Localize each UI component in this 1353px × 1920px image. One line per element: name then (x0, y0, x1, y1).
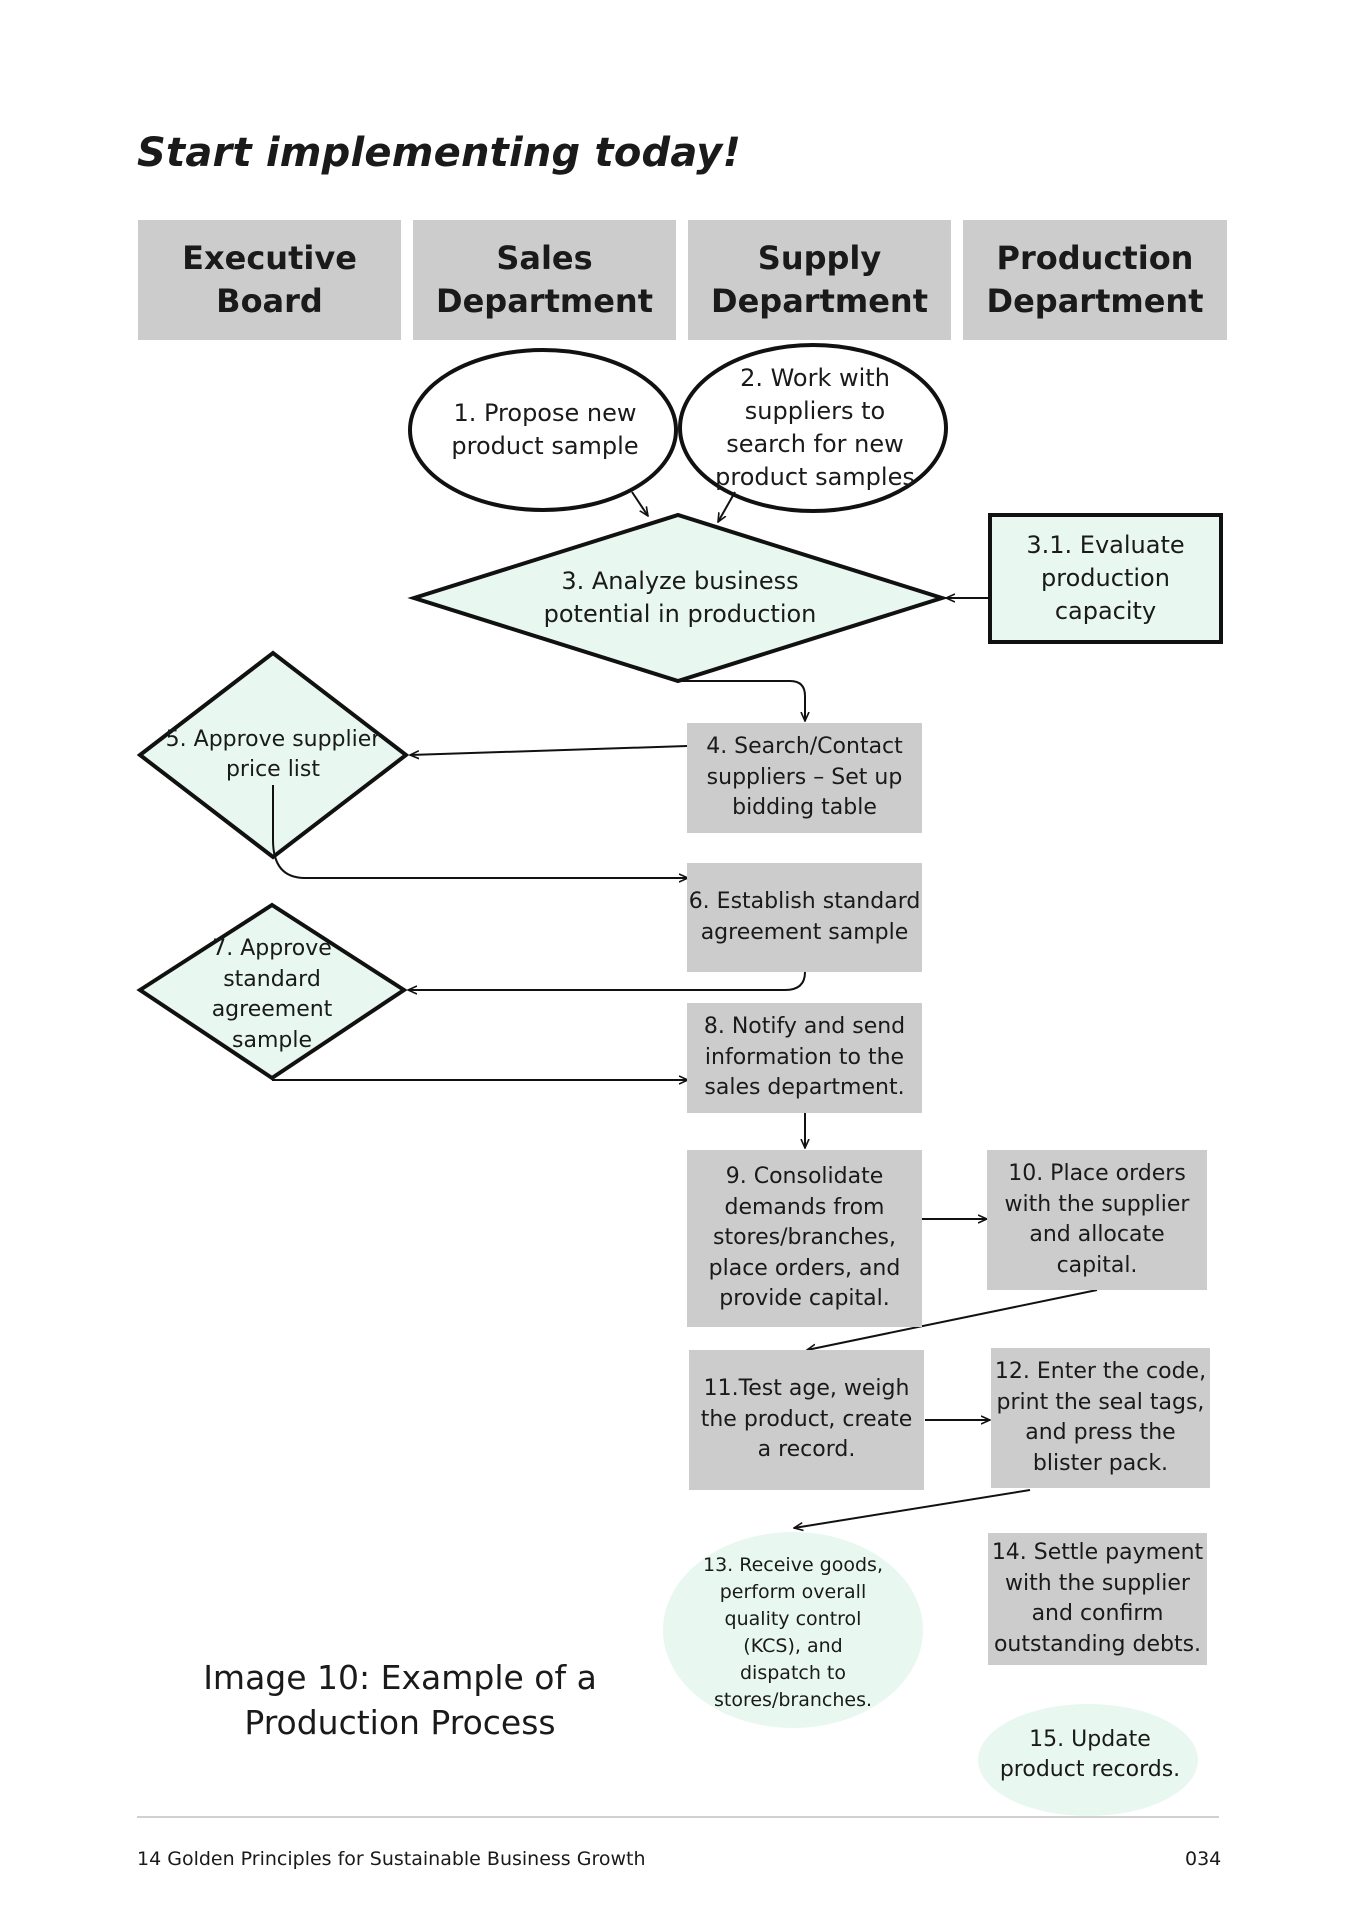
figure-caption: Image 10: Example of a Production Proces… (203, 1658, 597, 1742)
node-3-1-label: 3.1. Evaluate production capacity (1026, 531, 1185, 625)
arrow-12-to-13 (794, 1489, 1031, 1528)
node-5-label: 5. Approve supplier price list (165, 726, 381, 783)
node-13-label: 13. Receive goods, perform overall quali… (703, 1553, 883, 1711)
node-1-label: 1. Propose new product sample (451, 399, 639, 460)
node-7-label: 7. Approve standard agreement sample (211, 936, 333, 1053)
arrow-5-to-6 (272, 785, 688, 878)
arrow-4-to-5 (410, 745, 688, 755)
node-2-ellipse (678, 343, 948, 513)
lane-header-production-department: Production Department (963, 220, 1227, 340)
arrow-10-to-11 (807, 1289, 1098, 1350)
node-1-ellipse (408, 348, 678, 512)
node-13-ellipse (663, 1532, 923, 1728)
node-6-box: 6. Establish standard agreement sample (687, 863, 922, 972)
lane-header-executive-board: Executive Board (138, 220, 401, 340)
lane-header-supply-department: Supply Department (688, 220, 951, 340)
arrow-6-to-7 (408, 971, 806, 990)
node-14-box: 14. Settle payment with the supplier and… (988, 1533, 1207, 1665)
node-4-box: 4. Search/Contact suppliers – Set up bid… (687, 723, 922, 833)
footer-divider (137, 1816, 1219, 1818)
arrow-3-to-4 (678, 680, 805, 721)
arrow-2-to-3 (718, 491, 736, 522)
node-12-box: 12. Enter the code, print the seal tags,… (991, 1348, 1210, 1488)
lane-header-sales-department: Sales Department (413, 220, 676, 340)
node-3-label: 3. Analyze business potential in product… (543, 567, 817, 628)
node-15-label: 15. Update product records. (999, 1726, 1181, 1783)
page-title: Start implementing today! (137, 130, 742, 176)
node-9-box: 9. Consolidate demands from stores/branc… (687, 1150, 922, 1327)
node-11-box: 11.Test age, weigh the product, create a… (689, 1350, 924, 1490)
node-8-box: 8. Notify and send information to the sa… (687, 1003, 922, 1113)
node-7-diamond (136, 902, 408, 1081)
node-2-label: 2. Work with suppliers to search for new… (715, 363, 915, 491)
node-3-diamond (407, 512, 949, 684)
footer-book-title: 14 Golden Principles for Sustainable Bus… (137, 1848, 646, 1870)
node-15-ellipse (978, 1704, 1198, 1816)
arrow-1-to-3 (631, 491, 648, 516)
node-3-1-box (988, 513, 1223, 644)
node-5-diamond (136, 650, 410, 860)
footer-page-number: 034 (1185, 1848, 1222, 1870)
node-10-box: 10. Place orders with the supplier and a… (987, 1150, 1207, 1290)
